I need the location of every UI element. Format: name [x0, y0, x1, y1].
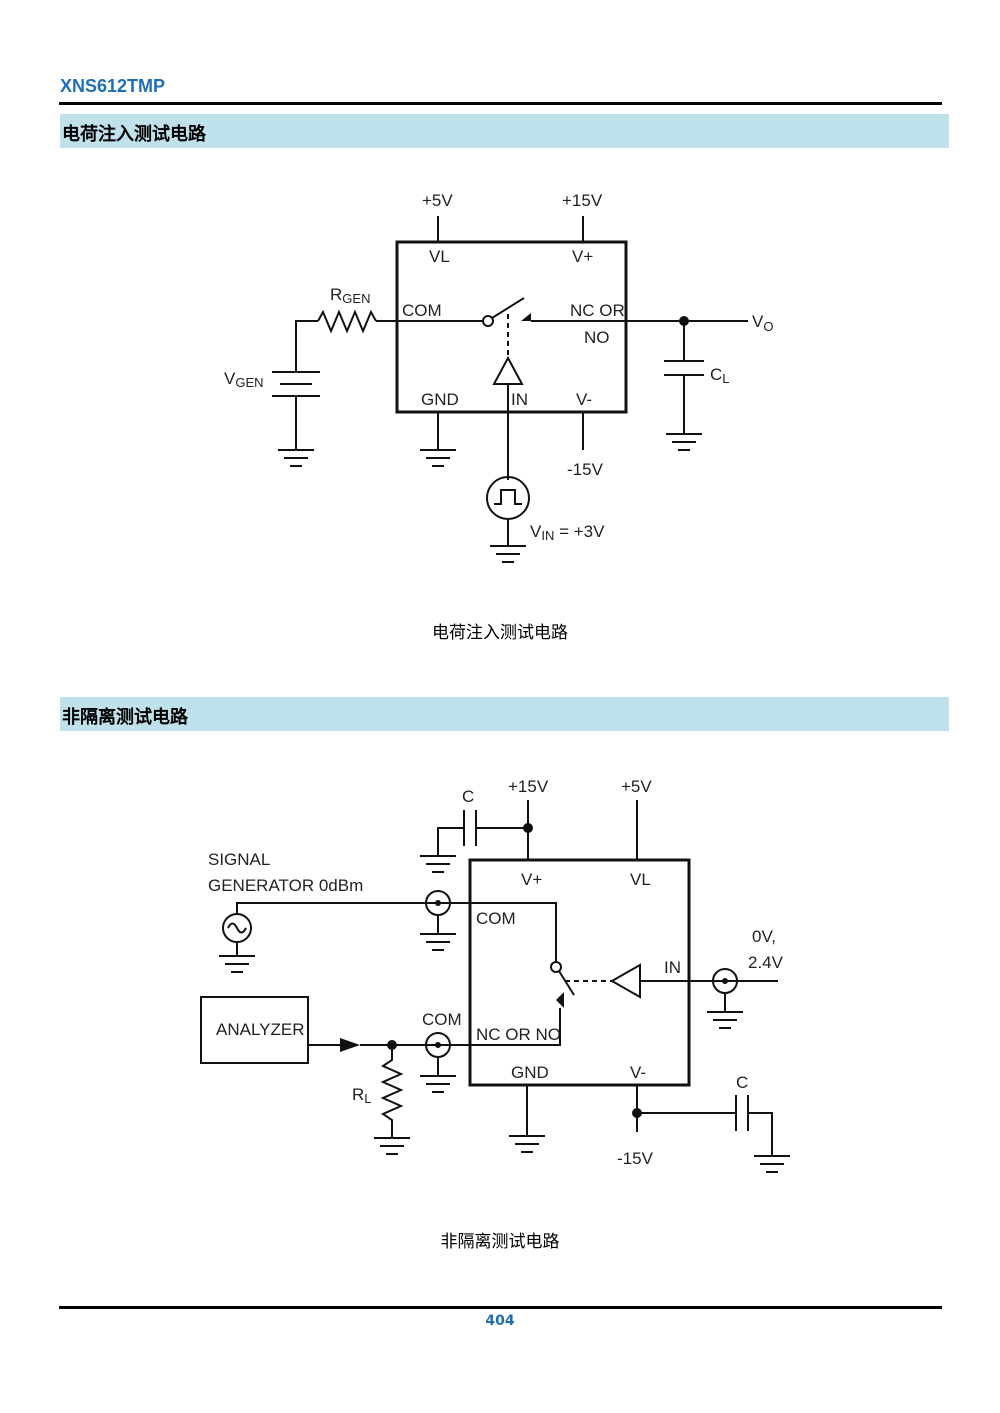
pin-gnd-label: GND [421, 390, 459, 409]
pulse-waveform-icon [494, 489, 522, 505]
page-number: 404 [485, 1313, 515, 1329]
pin-vminus-label: V- [630, 1063, 646, 1082]
ic-package-box [395, 240, 628, 414]
ic-package-box [468, 858, 691, 1087]
rl-label: RL [352, 1085, 372, 1106]
pin-vl-label: VL [630, 870, 651, 889]
section-heading-non-isolation: 非隔离测试电路 [60, 697, 949, 731]
switch-contact [556, 992, 564, 1008]
switch-blade [491, 297, 525, 319]
ctrl-24v-label: 2.4V [748, 953, 784, 972]
pin-com-label: COM [402, 301, 442, 320]
signal-gen-label-line1: SIGNAL [208, 850, 270, 869]
section-heading-text: 电荷注入测试电路 [62, 124, 206, 145]
switch-pivot [482, 315, 494, 327]
supply-neg15v-label: -15V [617, 1149, 654, 1168]
com-signal-wire [236, 902, 557, 962]
vgen-label: VGEN [224, 369, 264, 390]
pin-in-label: IN [664, 958, 681, 977]
switch-pivot [550, 961, 562, 973]
ground-icon [420, 933, 456, 951]
figure-caption-non-isolation: 非隔离测试电路 [440, 1232, 560, 1252]
pin-gnd-label: GND [511, 1063, 549, 1082]
header-rule [59, 102, 942, 105]
com-outer-label: COM [422, 1010, 462, 1029]
cap-bottom-wire-right [748, 1112, 773, 1156]
switch-blade [558, 970, 575, 996]
switch-contact [521, 313, 531, 321]
driver-buffer-icon [609, 963, 641, 999]
supply-15v-label: +15V [562, 191, 603, 210]
resistor-rgen [317, 309, 377, 334]
pin-vplus-label: V+ [572, 247, 593, 266]
cl-label: CL [710, 365, 730, 386]
pin-vminus-label: V- [576, 390, 592, 409]
pin-com-label: COM [476, 909, 516, 928]
ground-icon [374, 1137, 410, 1155]
vin-label: VIN = +3V [530, 522, 605, 543]
ground-icon [420, 1075, 456, 1093]
pin-nc-or-no-label: NC OR NO [476, 1025, 561, 1044]
ground-icon [707, 1011, 743, 1029]
supply-neg15v-label: -15V [567, 460, 604, 479]
ground-icon [490, 545, 526, 563]
footer-rule [59, 1306, 942, 1309]
analyzer-box [200, 996, 309, 1064]
ground-icon [754, 1155, 790, 1173]
ctrl-0v-label: 0V, [752, 927, 776, 946]
rgen-label: RGEN [330, 285, 370, 306]
ground-icon [509, 1135, 545, 1153]
coax-center [435, 1042, 441, 1048]
signal-gen-label-line2: GENERATOR 0dBm [208, 876, 363, 895]
coax-center [722, 978, 728, 984]
supply-15v-label: +15V [508, 777, 549, 796]
ground-icon [420, 855, 456, 873]
ground-icon [420, 449, 456, 467]
ground-icon [278, 449, 314, 467]
pin-in-label: IN [511, 390, 528, 409]
figure-caption-charge-injection: 电荷注入测试电路 [432, 623, 568, 643]
cap-top-wire-left [437, 827, 464, 856]
pin-vplus-label: V+ [521, 870, 542, 889]
coax-center [435, 900, 441, 906]
vo-label: VO [752, 312, 773, 334]
section-heading-charge-injection: 电荷注入测试电路 [60, 114, 949, 148]
cap-bottom-label: C [736, 1073, 748, 1092]
section-heading-text: 非隔离测试电路 [62, 707, 188, 728]
analyzer-label: ANALYZER [216, 1020, 305, 1039]
pin-no-label: NO [584, 328, 610, 347]
supply-5v-label: +5V [621, 777, 652, 796]
pin-vl-label: VL [429, 247, 450, 266]
ground-icon [666, 433, 702, 451]
vgen-wire [295, 320, 318, 372]
sine-wave-icon [227, 922, 247, 934]
cap-top-label: C [462, 787, 474, 806]
pin-nc-or-label: NC OR [570, 301, 625, 320]
resistor-rl [380, 1045, 404, 1138]
supply-5v-label: +5V [422, 191, 453, 210]
ground-icon [219, 955, 255, 973]
document-title: XNS612TMP [60, 76, 166, 96]
arrow-icon [340, 1038, 360, 1052]
